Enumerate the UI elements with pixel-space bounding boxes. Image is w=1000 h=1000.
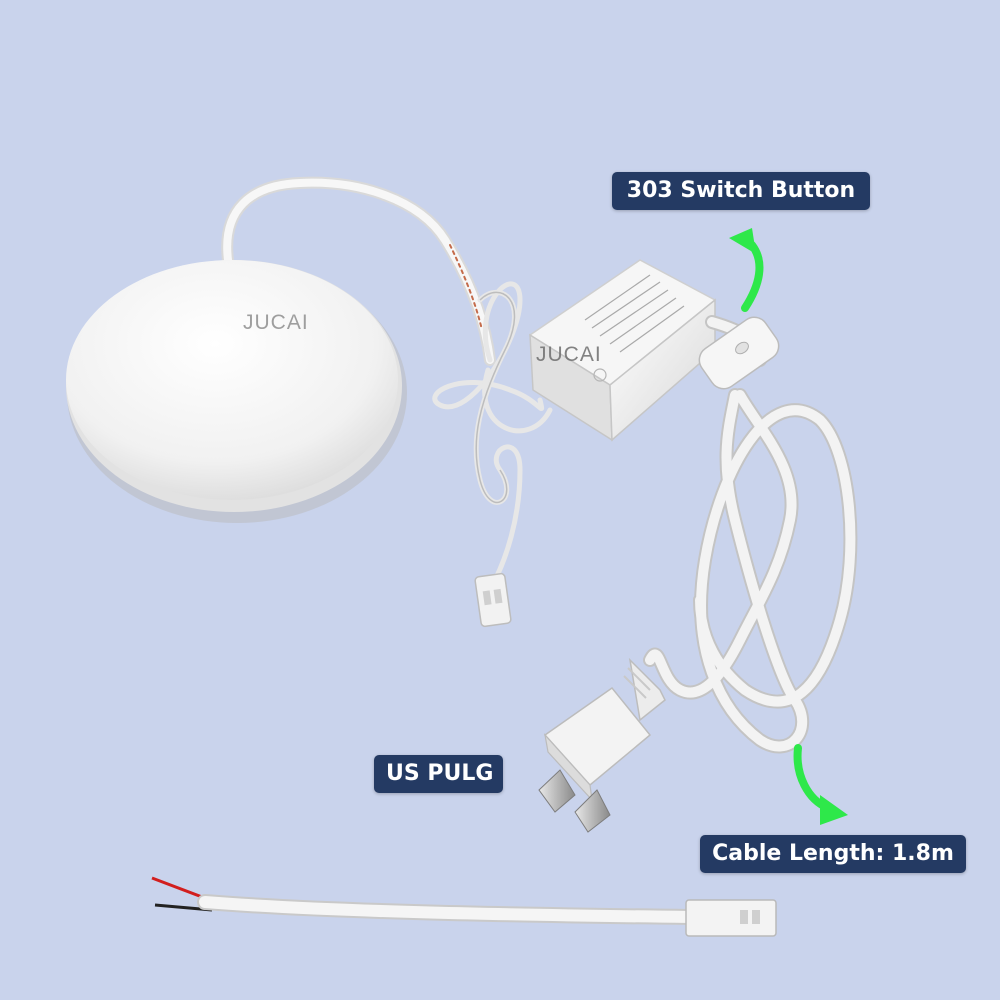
arrow-down-icon — [793, 744, 848, 825]
dc-cable-loops — [432, 281, 553, 583]
dc-cable-loops-shadow — [475, 291, 516, 503]
us-plug — [538, 657, 666, 833]
watermark-text: JUCAI — [536, 343, 602, 366]
touch-pad — [66, 260, 407, 523]
dc-connector — [474, 572, 512, 628]
power-cable — [643, 315, 858, 754]
watermark-text: JUCAI — [243, 311, 309, 334]
us-plug-label: US PULG — [374, 755, 503, 793]
switch-button-label: 303 Switch Button — [612, 172, 870, 210]
extension-wire — [151, 876, 777, 937]
pad-ribbon-cable — [221, 176, 496, 366]
smart-switch-module — [528, 259, 717, 442]
arrow-up-icon — [729, 228, 764, 312]
cable-length-label: Cable Length: 1.8m — [700, 835, 966, 873]
inline-switch — [698, 316, 780, 390]
